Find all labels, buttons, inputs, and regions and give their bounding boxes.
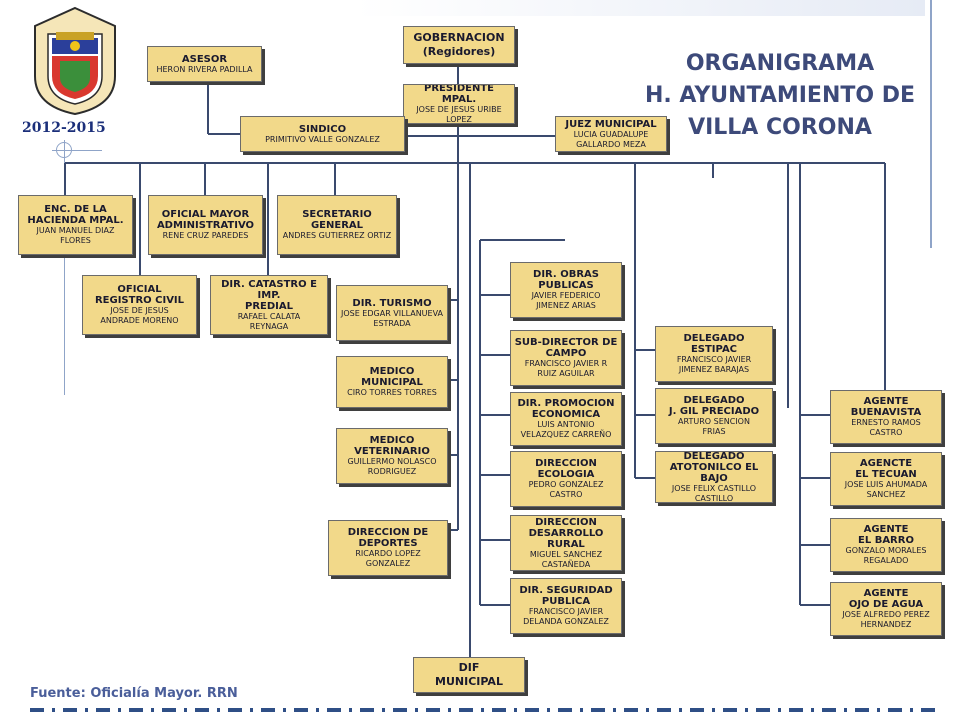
box-hacienda: ENC. DE LA HACIENDA MPAL. JUAN MANUEL DI… [18,195,133,255]
box-title: AGENTE OJO DE AGUA [848,588,924,610]
box-title: DIRECCION DE DEPORTES [347,527,429,549]
box-name: LUCIA GUADALUPE GALLARDO MEZA [573,129,649,149]
box-name: JOSE EDGAR VILLANUEVA ESTRADA [340,308,444,328]
box-name: LUIS ANTONIO VELAZQUEZ CARREÑO [520,420,612,439]
box-title: DIRECCION DESARROLLO RURAL [528,516,604,550]
box-name: FRANCISCO JAVIER JIMENEZ BARAJAS [676,355,752,374]
box-medico-veterinario: MEDICO VETERINARIO GUILLERMO NOLASCO ROD… [336,428,448,484]
box-title: DIR. CATASTRO E IMP. PREDIAL [221,278,317,312]
box-agente-barro: AGENTE EL BARRO GONZALO MORALES REGALADO [830,518,942,572]
box-name: JOSE LUIS AHUMADA SANCHEZ [844,480,928,499]
box-name: HERON RIVERA PADILLA [156,64,253,74]
frame-line-right [930,0,932,248]
box-name: JOSE FELIX CASTILLO CASTILLO [671,483,757,503]
box-name: GONZALO MORALES REGALADO [845,546,927,565]
box-oficial-mayor: OFICIAL MAYOR ADMINISTRATIVO RENE CRUZ P… [148,195,263,255]
box-name: CIRO TORRES TORRES [347,388,437,397]
box-title: ASESOR [181,53,228,65]
box-title: GOBERNACION (Regidores) [413,31,505,58]
box-registro-civil: OFICIAL REGISTRO CIVIL JOSE DE JESUS AND… [82,275,197,335]
box-name: GUILLERMO NOLASCO RODRIGUEZ [347,457,437,476]
box-title: MEDICO MUNICIPAL [361,366,423,388]
source-note: Fuente: Oficialía Mayor. RRN [30,686,238,701]
box-title: AGENTE EL BARRO [858,524,914,546]
box-title: SUB-DIRECTOR DE CAMPO [514,337,618,359]
box-name: JOSE DE JESUS ANDRADE MORENO [100,306,179,325]
box-title: DELEGADO J. GIL PRECIADO [668,395,760,417]
box-turismo: DIR. TURISMO JOSE EDGAR VILLANUEVA ESTRA… [336,285,448,341]
box-delegado-estipac: DELEGADO ESTIPAC FRANCISCO JAVIER JIMENE… [655,326,773,382]
box-name: PRIMITIVO VALLE GONZALEZ [265,134,380,144]
box-title: AGENTE BUENAVISTA [850,396,922,418]
box-name: RICARDO LOPEZ GONZALEZ [355,549,421,568]
box-seguridad-publica: DIR. SEGURIDAD PUBLICA FRANCISCO JAVIER … [510,578,622,634]
box-desarrollo-rural: DIRECCION DESARROLLO RURAL MIGUEL SANCHE… [510,515,622,571]
box-delegado-gil-preciado: DELEGADO J. GIL PRECIADO ARTURO SENCION … [655,388,773,444]
box-title: OFICIAL MAYOR ADMINISTRATIVO [156,209,255,231]
box-name: RAFAEL CALATA REYNAGA [237,311,301,331]
box-name: JAVIER FEDERICO JIMENEZ ARIAS [531,291,601,310]
box-title: DIR. OBRAS PUBLICAS [533,269,599,291]
box-subdirector-campo: SUB-DIRECTOR DE CAMPO FRANCISCO JAVIER R… [510,330,622,386]
box-title: PRESIDENTE MPAL. [424,84,494,105]
box-delegado-atotonilco: DELEGADO ATOTONILCO EL BAJO JOSE FELIX C… [655,451,773,503]
frame-line-left [64,140,65,395]
chart-title: ORGANIGRAMA H. AYUNTAMIENTO DE VILLA COR… [644,51,916,140]
box-title: ENC. DE LA HACIENDA MPAL. [27,204,124,226]
header-shade [355,0,925,16]
box-juez: JUEZ MUNICIPAL LUCIA GUADALUPE GALLARDO … [555,116,667,152]
box-obras-publicas: DIR. OBRAS PUBLICAS JAVIER FEDERICO JIME… [510,262,622,318]
box-title: DIRECCION ECOLOGIA [535,458,597,480]
box-name: JUAN MANUEL DIAZ FLORES [36,226,115,245]
box-name: MIGUEL SANCHEZ CASTAÑEDA [529,549,603,569]
bottom-dashed-rule [30,708,940,712]
box-name: ARTURO SENCION FRIAS [678,417,750,436]
box-name: PEDRO GONZALEZ CASTRO [528,480,604,499]
frame-line-top-left [52,150,102,151]
box-agente-tecuan: AGENCTE EL TECUAN JOSE LUIS AHUMADA SANC… [830,452,942,506]
municipal-seal-logo [30,6,120,116]
box-secretario: SECRETARIO GENERAL ANDRES GUTIERREZ ORTI… [277,195,397,255]
box-name: ERNESTO RAMOS CASTRO [851,418,921,437]
box-name: FRANCISCO JAVIER R RUIZ AGUILAR [524,359,608,378]
box-title: JUEZ MUNICIPAL [565,118,657,130]
box-deportes: DIRECCION DE DEPORTES RICARDO LOPEZ GONZ… [328,520,448,576]
box-title: DIR. SEGURIDAD PUBLICA [519,585,613,607]
box-catastro: DIR. CATASTRO E IMP. PREDIAL RAFAEL CALA… [210,275,328,335]
box-promocion-economica: DIR. PROMOCION ECONOMICA LUIS ANTONIO VE… [510,392,622,446]
box-ecologia: DIRECCION ECOLOGIA PEDRO GONZALEZ CASTRO [510,451,622,507]
box-name: ANDRES GUTIERREZ ORTIZ [282,231,392,240]
box-title: DELEGADO ATOTONILCO EL BAJO [669,451,759,484]
box-title: MEDICO VETERINARIO [354,435,430,457]
box-title: SINDICO [298,123,347,135]
box-dif: DIF MUNICIPAL [413,657,525,693]
box-title: DIR. TURISMO [352,297,432,309]
box-presidente: PRESIDENTE MPAL. JOSE DE JESUS URIBE LOP… [403,84,515,124]
box-title: DIF MUNICIPAL [435,661,503,688]
box-title: AGENCTE EL TECUAN [855,458,917,480]
box-name: JOSE ALFREDO PEREZ HERNANDEZ [842,610,930,629]
box-asesor: ASESOR HERON RIVERA PADILLA [147,46,262,82]
period-label: 2012-2015 [22,120,106,136]
box-gobernacion: GOBERNACION (Regidores) [403,26,515,64]
box-name: RENE CRUZ PAREDES [162,231,249,240]
box-name: FRANCISCO JAVIER DELANDA GONZALEZ [523,607,609,626]
box-sindico: SINDICO PRIMITIVO VALLE GONZALEZ [240,116,405,152]
box-title: DELEGADO ESTIPAC [683,333,745,355]
box-title: DIR. PROMOCION ECONOMICA [517,398,615,420]
frame-circle [56,142,72,158]
box-medico-municipal: MEDICO MUNICIPAL CIRO TORRES TORRES [336,356,448,408]
box-agente-ojo-de-agua: AGENTE OJO DE AGUA JOSE ALFREDO PEREZ HE… [830,582,942,636]
box-name: JOSE DE JESUS URIBE LOPEZ [416,105,502,124]
box-title: OFICIAL REGISTRO CIVIL [94,284,185,306]
box-agente-buenavista: AGENTE BUENAVISTA ERNESTO RAMOS CASTRO [830,390,942,444]
box-title: SECRETARIO GENERAL [302,209,372,231]
